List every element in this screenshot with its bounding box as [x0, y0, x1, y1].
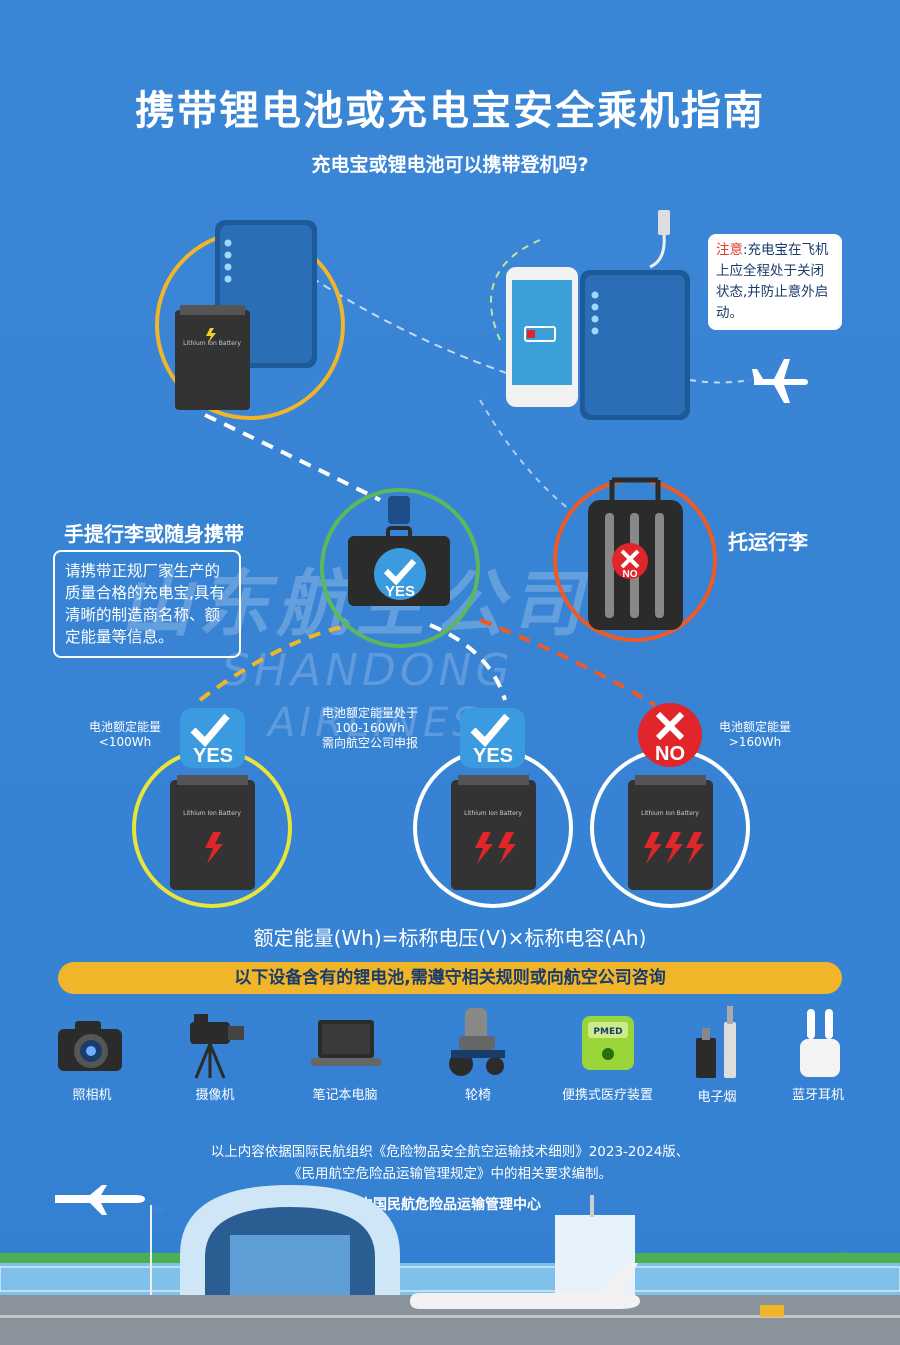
airplane-icon [752, 359, 808, 403]
battery-label: Lithium Ion Battery [183, 340, 241, 347]
watermark-en-1: SHANDONG [222, 645, 514, 696]
note-text: :充电宝在飞机上应全程处于关闭状态,并防止意外启动。 [716, 242, 829, 321]
svg-text:Lithium Ion Battery: Lithium Ion Battery [183, 810, 241, 817]
aed-label: PMED [593, 1027, 622, 1037]
charging-phone-illustration [506, 210, 690, 420]
device-label-earbuds: 蓝牙耳机 [791, 1088, 844, 1103]
device-label-e-cigarette: 电子烟 [697, 1090, 737, 1105]
laptop-icon [311, 1020, 381, 1066]
devices-banner: 以下设备含有的锂电池,需遵守相关规则或向航空公司咨询 [58, 962, 842, 994]
footer-source-line-2: 《民用航空危险品运输管理规定》中的相关要求编制。 [288, 1166, 612, 1182]
airport-scene [0, 1185, 900, 1345]
svg-text:Lithium Ion Battery: Lithium Ion Battery [641, 810, 699, 817]
battery-circle-1: YES Lithium Ion Battery [132, 708, 292, 908]
footer-source-line-1: 以上内容依据国际民航组织《危险物品安全航空运输技术细则》2023-2024版、 [210, 1144, 690, 1160]
video-camera-icon [190, 1014, 244, 1079]
dashed-paths [198, 239, 751, 707]
medical-device-icon: PMED [582, 1016, 634, 1070]
category-1-label: 电池额定能量 <100Wh [88, 720, 161, 749]
formula: 额定能量(Wh)=标称电压(V)×标称电容(Ah) [253, 926, 647, 950]
checked-badge: NO [623, 569, 638, 580]
battery-circle-3: NO Lithium Ion Battery [590, 703, 750, 908]
svg-text:YES: YES [193, 745, 233, 767]
carry-on-label: 手提行李或随身携带 [64, 522, 244, 546]
camera-icon [58, 1021, 122, 1071]
briefcase-illustration: YES [320, 488, 480, 648]
note-box: 注意:充电宝在飞机上应全程处于关闭状态,并防止意外启动。 [708, 234, 842, 330]
device-label-laptop: 笔记本电脑 [312, 1088, 378, 1103]
carry-on-description-box: 请携带正规厂家生产的质量合格的充电宝,具有清晰的制造商名称、额定能量等信息。 [53, 550, 241, 658]
svg-text:Lithium Ion Battery: Lithium Ion Battery [464, 810, 522, 817]
svg-text:NO: NO [655, 743, 685, 765]
category-2-label: 电池额定能量处于 100-160Wh 需向航空公司申报 [321, 706, 418, 750]
battery-circle-2: YES Lithium Ion Battery [413, 708, 573, 908]
device-label-wheelchair: 轮椅 [464, 1088, 491, 1103]
suitcase-illustration: NO [553, 477, 717, 642]
checked-label: 托运行李 [728, 530, 808, 554]
earbuds-icon [800, 1009, 840, 1077]
watermark-en-2: AIRLINES [268, 700, 482, 746]
carry-on-description: 请携带正规厂家生产的质量合格的充电宝,具有清晰的制造商名称、额定能量等信息。 [65, 562, 225, 646]
carry-on-badge: YES [385, 583, 415, 600]
e-cigarette-icon [696, 1006, 736, 1078]
note-highlight: 注意 [716, 242, 743, 258]
device-label-medical: 便携式医疗装置 [561, 1088, 653, 1103]
svg-text:YES: YES [473, 745, 513, 767]
device-label-video-camera: 摄像机 [195, 1088, 235, 1103]
category-3-label: 电池额定能量 >160Wh [718, 720, 791, 749]
page-title: 携带锂电池或充电宝安全乘机指南 [135, 88, 765, 134]
wheelchair-icon [449, 1008, 505, 1076]
footer-organization: 中国民航危险品运输管理中心 [359, 1197, 541, 1213]
device-label-camera: 照相机 [72, 1088, 112, 1103]
powerbank-battery-illustration: Lithium Ion Battery [155, 220, 345, 420]
page-subtitle: 充电宝或锂电池可以携带登机吗? [311, 154, 589, 176]
